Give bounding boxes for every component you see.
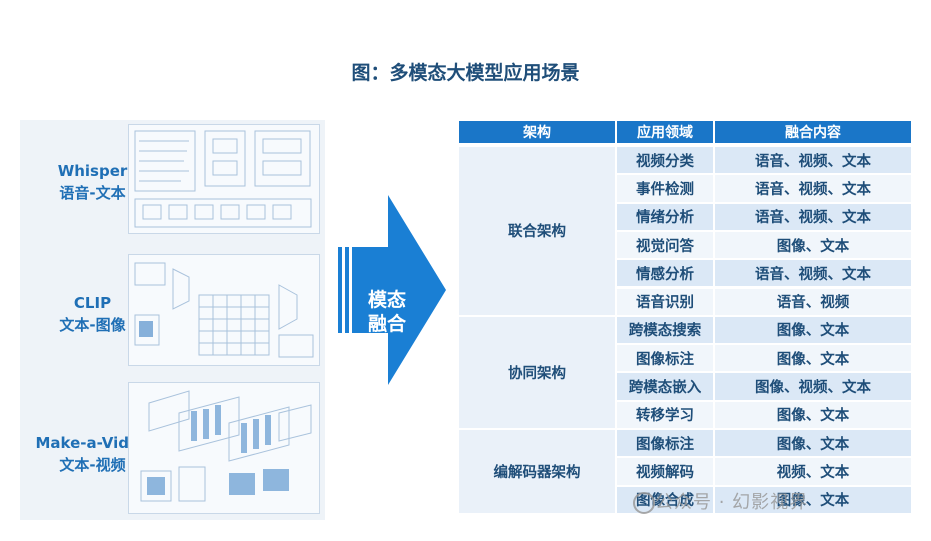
fusion-content-cell: 语音、视频、文本 xyxy=(715,175,911,202)
fusion-content-cell: 图像、视频、文本 xyxy=(715,373,911,400)
application-field-cell: 视觉问答 xyxy=(617,231,713,259)
application-field-cell: 情绪分析 xyxy=(617,203,713,230)
fusion-content-cell: 图像、文本 xyxy=(715,430,911,457)
application-field-cell: 视频分类 xyxy=(617,147,713,174)
model-task: 文本-图像 xyxy=(59,316,126,334)
application-field-cell: 转移学习 xyxy=(617,401,713,428)
model-label-make-a-video: Make-a-Video 文本-视频 xyxy=(20,432,165,476)
fusion-content-cell: 图像、文本 xyxy=(715,486,911,513)
fusion-content-cell: 图像、文本 xyxy=(715,316,911,344)
model-name: Whisper xyxy=(57,162,128,180)
application-field-cell: 跨模态搜索 xyxy=(617,316,713,344)
fusion-content-cell: 图像、文本 xyxy=(715,231,911,259)
application-field-cell: 图像标注 xyxy=(617,345,713,372)
whisper-architecture-thumbnail xyxy=(128,124,320,234)
watermark-icon xyxy=(633,492,655,514)
fusion-arrow xyxy=(338,195,448,385)
model-examples-panel: Whisper 语音-文本 CLIP 文本-图像 xyxy=(20,120,325,520)
fusion-content-cell: 语音、视频 xyxy=(715,288,911,315)
fusion-content-cell: 图像、文本 xyxy=(715,401,911,428)
fusion-label-line-2: 融合 xyxy=(367,313,406,335)
make-a-video-architecture-thumbnail xyxy=(128,382,320,514)
fusion-content-cell: 语音、视频、文本 xyxy=(715,203,911,230)
application-field-cell: 跨模态嵌入 xyxy=(617,373,713,400)
model-task: 文本-视频 xyxy=(59,456,126,474)
table-header-cell: 应用领域 xyxy=(617,121,713,143)
fusion-content-cell: 视频、文本 xyxy=(715,458,911,485)
application-field-cell: 语音识别 xyxy=(617,288,713,315)
fusion-content-cell: 语音、视频、文本 xyxy=(715,147,911,174)
application-field-cell: 图像标注 xyxy=(617,430,713,457)
fusion-content-cell: 图像、文本 xyxy=(715,345,911,372)
application-field-cell: 视频解码 xyxy=(617,458,713,485)
clip-architecture-thumbnail xyxy=(128,254,320,366)
model-label-clip: CLIP 文本-图像 xyxy=(20,292,165,336)
table-header-cell: 架构 xyxy=(459,121,615,143)
architecture-cell: 编解码器架构 xyxy=(459,430,615,513)
architecture-table: 架构应用领域融合内容联合架构视频分类语音、视频、文本事件检测语音、视频、文本情绪… xyxy=(459,121,911,518)
fusion-content-cell: 语音、视频、文本 xyxy=(715,260,911,287)
fusion-label: 模态 融合 xyxy=(357,288,417,336)
architecture-cell: 联合架构 xyxy=(459,147,615,315)
model-name: CLIP xyxy=(73,294,112,312)
application-field-cell: 事件检测 xyxy=(617,175,713,202)
table-header-cell: 融合内容 xyxy=(715,121,911,143)
architecture-cell: 协同架构 xyxy=(459,316,615,428)
figure-title: 图：多模态大模型应用场景 xyxy=(351,62,580,84)
model-name: Make-a-Video xyxy=(35,434,150,452)
fusion-label-line-1: 模态 xyxy=(367,289,406,311)
application-field-cell: 情感分析 xyxy=(617,260,713,287)
model-task: 语音-文本 xyxy=(59,184,126,202)
watermark: 公众号 · 幻影视界 xyxy=(655,492,809,513)
model-label-whisper: Whisper 语音-文本 xyxy=(20,160,165,204)
